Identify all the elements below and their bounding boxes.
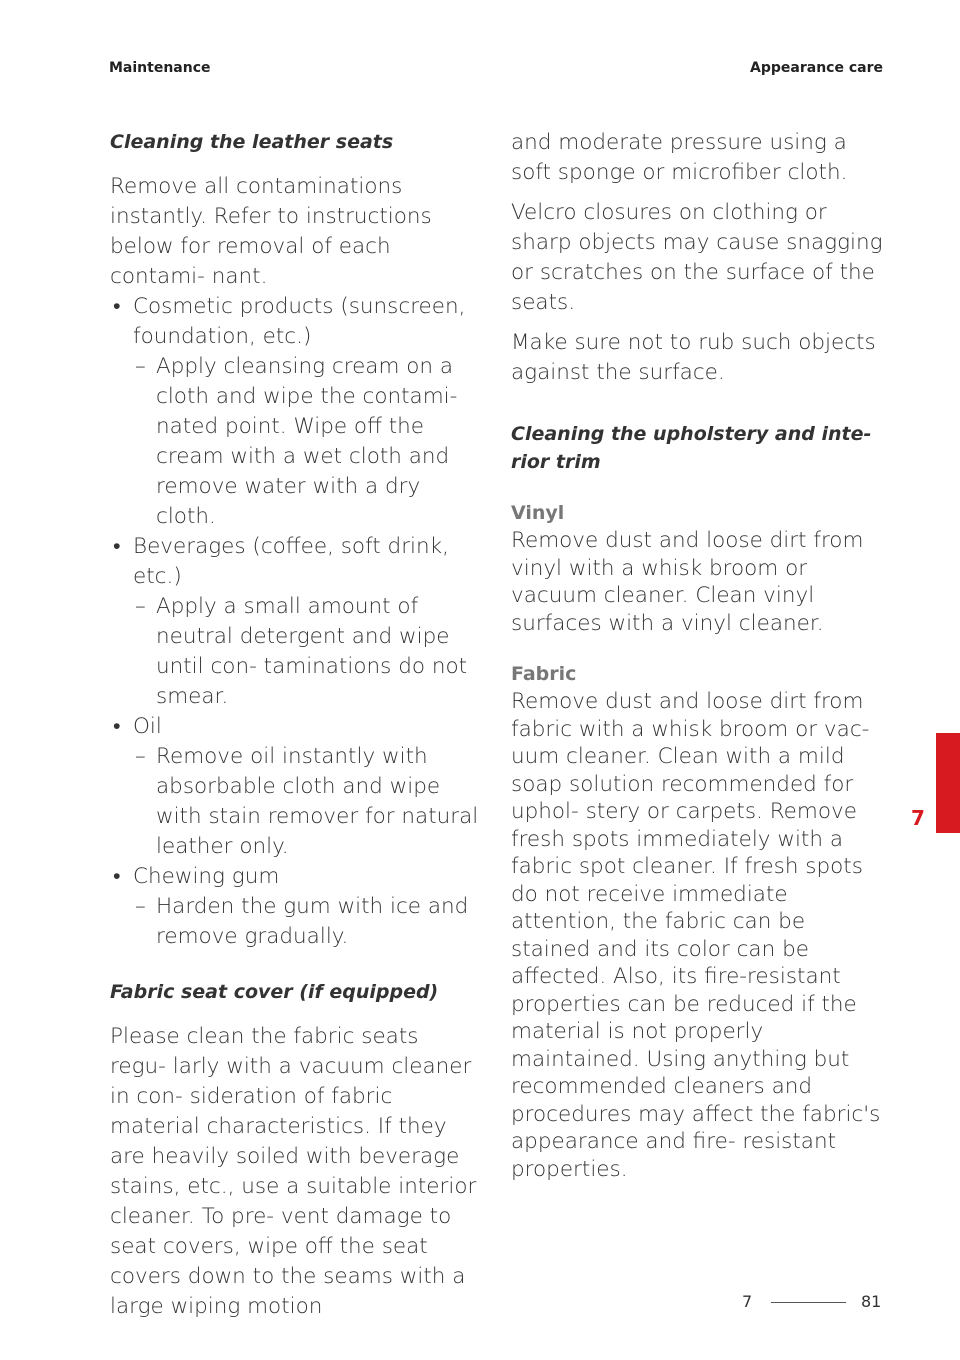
sub-list-item: – Remove oil instantly with absorbable c… bbox=[133, 742, 480, 862]
dash-mark: – bbox=[135, 744, 146, 769]
dash-mark: – bbox=[135, 894, 146, 919]
right-column: and moderate pressure using a soft spong… bbox=[511, 128, 883, 1183]
contaminant-list: • Cosmetic products (sunscreen, foundati… bbox=[110, 292, 480, 952]
list-item: • Chewing gum – Harden the gum with ice … bbox=[110, 862, 480, 952]
running-header-section: Maintenance bbox=[109, 60, 211, 76]
list-item-label: Oil bbox=[133, 714, 162, 739]
rub-warning-text: Make sure not to rub such objects agains… bbox=[511, 330, 876, 385]
leather-intro-text: Remove all contaminations instantly. Ref… bbox=[110, 174, 432, 289]
sub-list-item-text: Apply a small amount of neutral detergen… bbox=[156, 594, 468, 709]
footer-divider bbox=[771, 1302, 846, 1303]
list-item: • Oil – Remove oil instantly with absorb… bbox=[110, 712, 480, 862]
bullet-mark: • bbox=[113, 534, 121, 559]
velcro-warning-text: Velcro closures on clothing or sharp obj… bbox=[511, 200, 883, 315]
sub-list-item-text: Harden the gum with ice and remove gradu… bbox=[156, 894, 469, 949]
left-column: Cleaning the leather seats Remove all co… bbox=[110, 128, 480, 1332]
list-item-label: Beverages (coffee, soft drink, etc.) bbox=[133, 534, 449, 589]
running-header-topic: Appearance care bbox=[750, 60, 883, 76]
dash-mark: – bbox=[135, 594, 146, 619]
list-item: • Cosmetic products (sunscreen, foundati… bbox=[110, 292, 480, 532]
section-title-leather-seats: Cleaning the leather seats bbox=[110, 131, 394, 153]
continuation-text: and moderate pressure using a soft spong… bbox=[511, 130, 848, 185]
chapter-tab-number: 7 bbox=[911, 806, 925, 830]
bullet-mark: • bbox=[113, 714, 121, 739]
bullet-mark: • bbox=[113, 294, 121, 319]
footer-chapter-number: 7 bbox=[742, 1292, 753, 1311]
sub-list-item-text: Remove oil instantly with absorbable clo… bbox=[156, 744, 479, 859]
vinyl-text: Remove dust and loose dirt from vinyl wi… bbox=[511, 528, 864, 636]
chapter-tab bbox=[936, 733, 960, 833]
sub-list-item: – Apply a small amount of neutral deterg… bbox=[133, 592, 480, 712]
dash-mark: – bbox=[135, 354, 146, 379]
fabric-seat-text: Please clean the fabric seats regu- larl… bbox=[110, 1024, 477, 1319]
sub-list-item: – Harden the gum with ice and remove gra… bbox=[133, 892, 480, 952]
list-item-label: Chewing gum bbox=[133, 864, 280, 889]
sub-list-item: – Apply cleansing cream on a cloth and w… bbox=[133, 352, 480, 532]
list-item-label: Cosmetic products (sunscreen, foundation… bbox=[133, 294, 466, 349]
fabric-text: Remove dust and loose dirt from fabric w… bbox=[511, 689, 881, 1182]
section-title-fabric-seat-cover: Fabric seat cover (if equipped) bbox=[110, 981, 439, 1003]
subheading-fabric: Fabric bbox=[511, 663, 577, 685]
page-number: 81 bbox=[861, 1292, 882, 1311]
bullet-mark: • bbox=[113, 864, 121, 889]
section-title-upholstery: Cleaning the upholstery and inte- rior t… bbox=[511, 423, 872, 473]
sub-list-item-text: Apply cleansing cream on a cloth and wip… bbox=[156, 354, 458, 529]
subheading-vinyl: Vinyl bbox=[511, 502, 565, 524]
list-item: • Beverages (coffee, soft drink, etc.) –… bbox=[110, 532, 480, 712]
